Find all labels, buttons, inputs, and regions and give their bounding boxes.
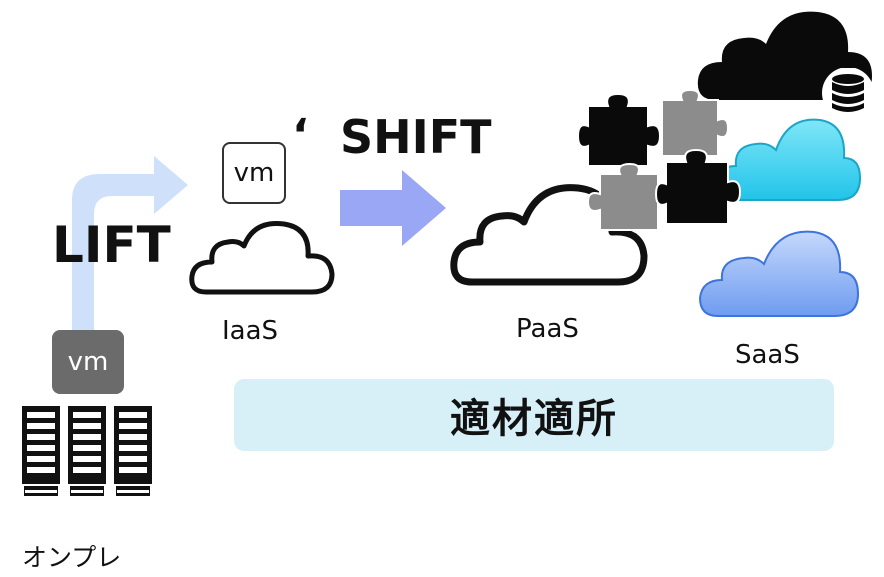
vm-iaas-label: vm bbox=[233, 158, 275, 188]
saas-label: SaaS bbox=[735, 340, 800, 370]
shift-arrow-icon bbox=[340, 170, 446, 246]
paas-label: PaaS bbox=[516, 314, 579, 344]
vm-onpre-label: vm bbox=[67, 347, 109, 377]
lift-label: LIFT bbox=[52, 216, 171, 274]
iaas-cloud-outline-icon bbox=[189, 220, 335, 295]
vm-onpre-icon: vm bbox=[52, 330, 124, 394]
quote-mark: ‘ bbox=[292, 110, 309, 161]
puzzle-icon bbox=[578, 90, 742, 231]
shift-label: SHIFT bbox=[340, 110, 492, 164]
database-icon bbox=[822, 68, 874, 118]
server-rack-icon bbox=[22, 406, 152, 496]
iaas-label: IaaS bbox=[222, 316, 279, 346]
onpre-label: オンプレ bbox=[22, 543, 122, 572]
banner-tekizai-tekisho: 適材適所 bbox=[234, 379, 834, 451]
vm-iaas-icon: vm bbox=[222, 142, 286, 204]
lift-arrow-icon bbox=[72, 156, 188, 340]
banner-label: 適材適所 bbox=[450, 396, 618, 442]
blue-cloud-icon bbox=[698, 230, 860, 317]
